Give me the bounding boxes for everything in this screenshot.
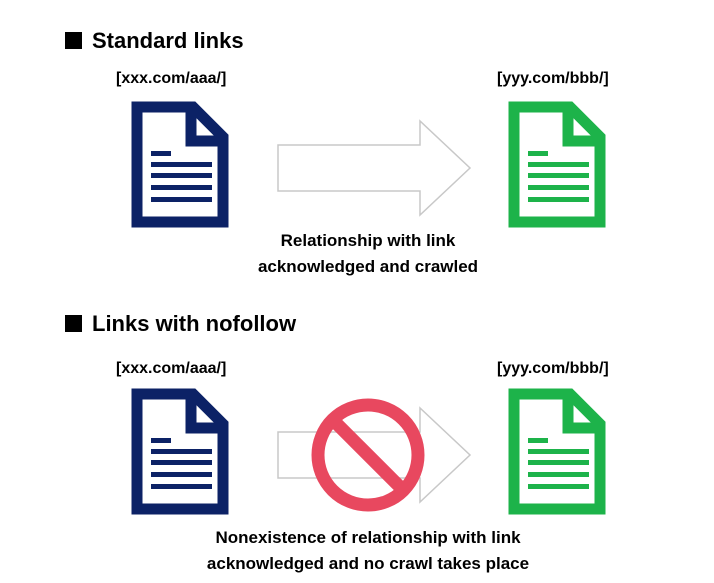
caption: Nonexistence of relationship with link a… bbox=[168, 525, 568, 577]
target-document-icon bbox=[514, 107, 600, 222]
section-heading-nofollow: Links with nofollow bbox=[65, 311, 296, 337]
target-url-label: [yyy.com/bbb/] bbox=[497, 70, 609, 87]
source-document-icon bbox=[137, 394, 223, 509]
heading-text: Links with nofollow bbox=[92, 311, 297, 336]
caption-line-2: acknowledged and crawled bbox=[257, 257, 479, 276]
source-document-icon bbox=[137, 107, 223, 222]
caption-line-1: Relationship with link bbox=[280, 231, 456, 250]
heading-text: Standard links bbox=[92, 28, 244, 53]
prohibited-icon bbox=[311, 398, 425, 512]
source-url-label: [xxx.com/aaa/] bbox=[116, 360, 227, 377]
bullet-square-icon bbox=[65, 315, 82, 332]
section-heading-standard-links: Standard links bbox=[65, 28, 244, 54]
target-document-icon bbox=[514, 394, 600, 509]
caption-line-2: acknowledged and no crawl takes place bbox=[206, 554, 530, 573]
bullet-square-icon bbox=[65, 32, 82, 49]
link-arrow-icon bbox=[277, 120, 471, 216]
caption-line-1: Nonexistence of relationship with link bbox=[215, 528, 521, 547]
target-url-label: [yyy.com/bbb/] bbox=[497, 360, 609, 377]
source-url-label: [xxx.com/aaa/] bbox=[116, 70, 227, 87]
caption: Relationship with link acknowledged and … bbox=[168, 228, 568, 280]
